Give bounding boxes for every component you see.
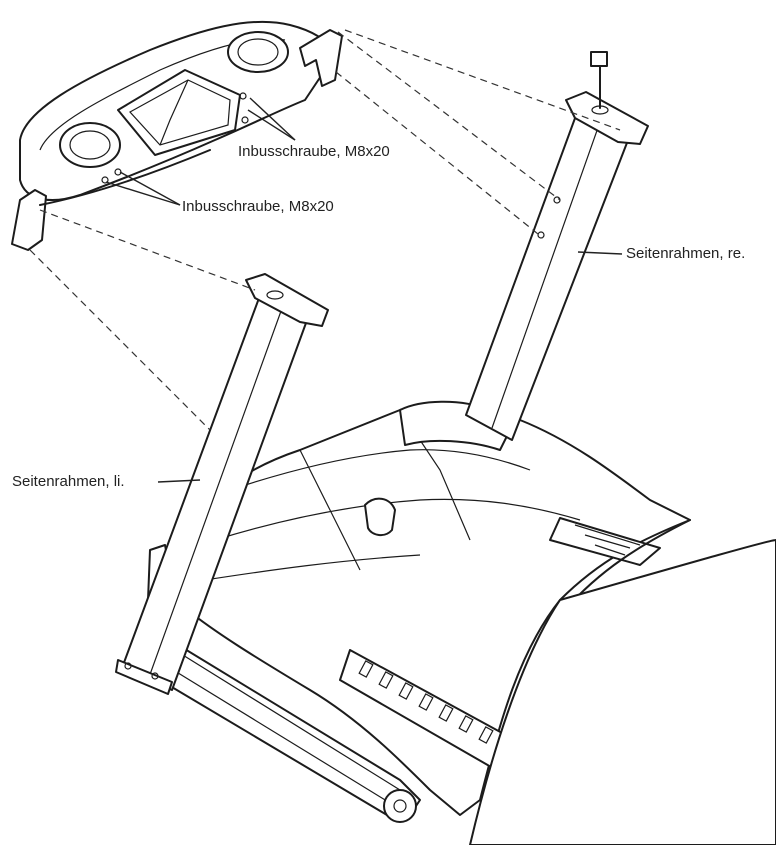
leader-lines <box>105 97 623 483</box>
console-tray <box>117 69 241 156</box>
wheel-icon <box>383 789 417 823</box>
console-unit <box>11 20 343 251</box>
label-side-frame-left: Seitenrahmen, li. <box>12 473 125 490</box>
label-side-frame-right: Seitenrahmen, re. <box>626 245 745 262</box>
vent-slots <box>358 660 494 744</box>
cup-holder-left <box>59 122 121 168</box>
label-bolt-lower: Inbusschraube, M8x20 <box>182 198 334 215</box>
alignment-lines <box>29 29 621 431</box>
side-frame-right <box>465 51 649 441</box>
cup-holder-right <box>227 31 289 73</box>
treadmill-base <box>147 400 776 845</box>
side-frame-left <box>115 273 329 695</box>
label-bolt-upper: Inbusschraube, M8x20 <box>238 143 390 160</box>
